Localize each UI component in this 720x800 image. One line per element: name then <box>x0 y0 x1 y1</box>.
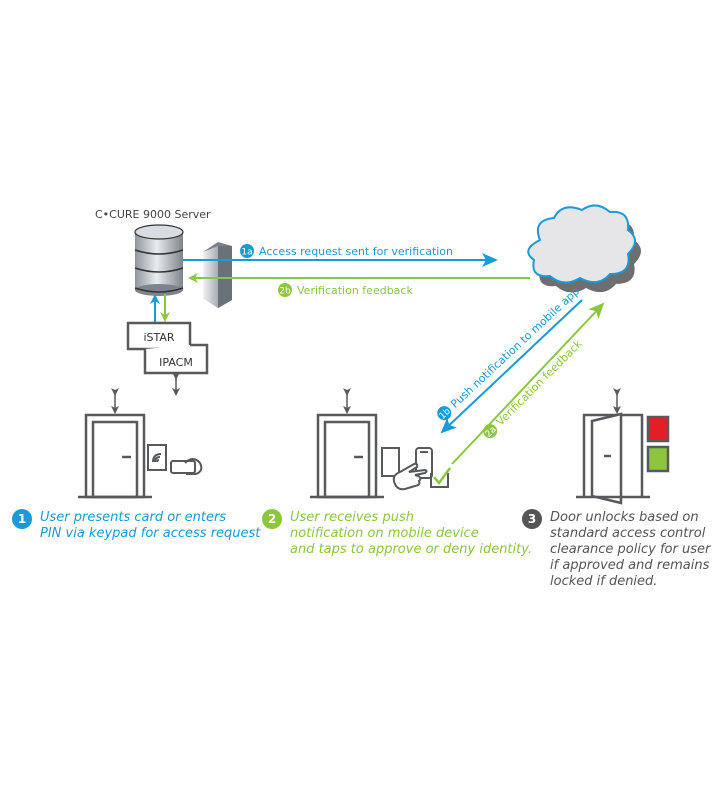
green-light-icon <box>646 445 670 473</box>
flow-1b-arrow <box>440 299 583 434</box>
access-card-icon <box>170 458 203 475</box>
hand-tap-icon <box>392 462 428 491</box>
step-2-text: User receives push notification on mobil… <box>290 510 533 557</box>
step-1-text: User presents card or enters PIN via key… <box>40 510 261 541</box>
ipacm-label: IPACM <box>159 356 193 369</box>
firewall-icon <box>203 242 232 308</box>
flow-1a-badge: 1a <box>240 244 254 258</box>
svg-text:1a: 1a <box>241 248 252 258</box>
door-3-open-icon <box>576 388 650 505</box>
door-2-icon <box>310 388 384 499</box>
step-3-text: Door unlocks based on standard access co… <box>550 510 711 589</box>
flow-2a-arrow <box>451 302 605 465</box>
door-1-icon <box>78 388 152 499</box>
step-3-badge: 3 <box>522 509 542 529</box>
svg-text:2b: 2b <box>279 287 291 297</box>
step-2-badge: 2 <box>262 509 282 529</box>
istar-label: iSTAR <box>143 331 174 344</box>
cloud-icon <box>527 204 641 293</box>
flow-2b-badge: 2b <box>278 283 292 297</box>
step-1-badge: 1 <box>12 509 32 529</box>
database-server-icon <box>134 224 184 296</box>
ipacm-box <box>143 343 209 375</box>
red-light-icon <box>646 415 670 443</box>
card-reader-icon <box>147 444 167 471</box>
flow-1b-badge: 1b <box>437 406 453 422</box>
approve-check-icon <box>430 467 452 488</box>
keypad-icon <box>381 447 400 477</box>
flow-1a-label: Access request sent for verification <box>259 245 453 258</box>
server-title: C•CURE 9000 Server <box>95 208 211 221</box>
flow-2a-badge: 2a <box>483 424 499 440</box>
flow-2b-label: Verification feedback <box>297 284 413 297</box>
